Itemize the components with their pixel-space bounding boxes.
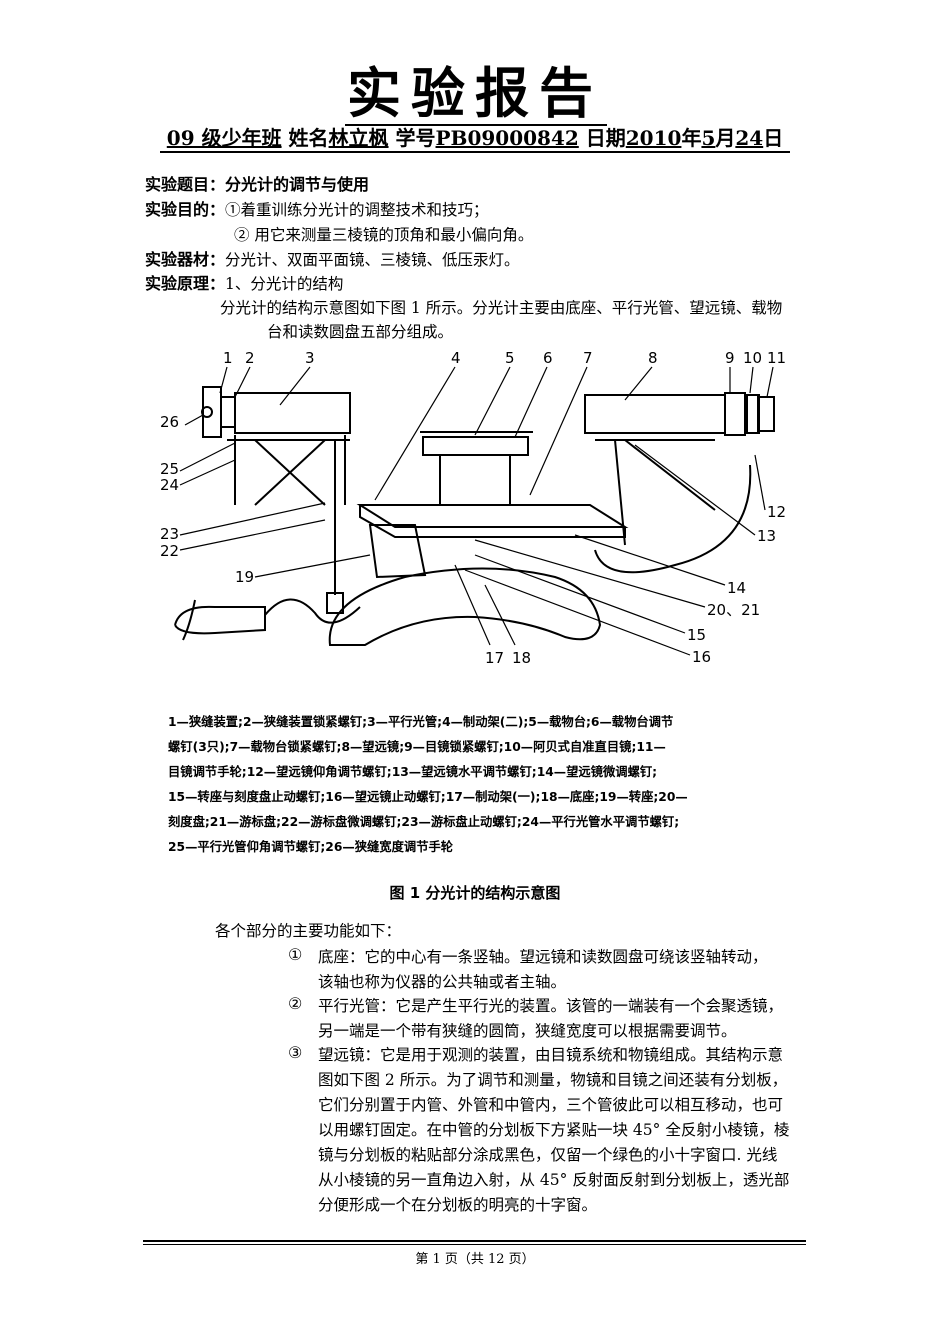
fig-label-10: 10	[743, 349, 762, 367]
date-month: 5	[701, 126, 716, 150]
footer-rule	[143, 1240, 806, 1242]
fig-label-24: 24	[160, 476, 179, 494]
item-line: 它们分别置于内管、外管和中管内，三个管彼此可以相互移动，也可	[318, 1096, 784, 1114]
fig-label-8: 8	[648, 349, 658, 367]
principle-line: 实验原理：1、分光计的结构	[145, 273, 343, 295]
date-day: 24	[735, 126, 764, 150]
legend-line: 目镜调节手轮;12—望远镜仰角调节螺钉;13—望远镜水平调节螺钉;14—望远镜微…	[168, 765, 658, 779]
principle-paragraph-line-2: 台和读数圆盘五部分组成。	[267, 323, 454, 341]
function-item-telescope: ③ 望远镜：它是用于观测的装置，由目镜系统和物镜组成。其结构示意 图如下图 2 …	[288, 1043, 808, 1223]
spectrometer-diagram: 1 2 3 4 5 6 7 8 9 10 11 12 13 14 20、21 1…	[160, 349, 786, 667]
item-number: ③	[288, 1043, 303, 1062]
item-number: ②	[288, 994, 303, 1013]
legend-line: 1—狭缝装置;2—狭缝装置锁紧螺钉;3—平行光管;4—制动架(二);5—载物台;…	[168, 715, 674, 729]
legend-line: 25—平行光管仰角调节螺钉;26—狭缝宽度调节手轮	[168, 840, 454, 854]
figure-legend: 1—狭缝装置;2—狭缝装置锁紧螺钉;3—平行光管;4—制动架(二);5—载物台;…	[168, 710, 788, 860]
legend-line: 螺钉(3只);7—载物台锁紧螺钉;8—望远镜;9—目镜锁紧螺钉;10—阿贝式自准…	[168, 740, 666, 754]
fig-label-18: 18	[512, 649, 531, 667]
principle-label: 实验原理：	[145, 274, 226, 293]
function-item-base: ① 底座：它的中心有一条竖轴。望远镜和读数圆盘可绕该竖轴转动， 该轴也称为仪器的…	[288, 945, 808, 995]
fig-label-6: 6	[543, 349, 553, 367]
telescope-cable	[594, 464, 752, 574]
fig-label-11: 11	[767, 349, 786, 367]
date-label: 日期	[585, 126, 626, 150]
month-label: 月	[715, 126, 736, 150]
functions-intro: 各个部分的主要功能如下：	[215, 922, 402, 940]
item-line: 望远镜：它是用于观测的装置，由目镜系统和物镜组成。其结构示意	[318, 1046, 784, 1064]
fig-label-13: 13	[757, 527, 776, 545]
day-label: 日	[763, 126, 784, 150]
grade-class: 09 级少年班	[166, 126, 282, 150]
fig-label-14: 14	[727, 579, 746, 597]
year-label: 年	[681, 126, 702, 150]
fig-label-20-21: 20、21	[707, 601, 760, 619]
legend-line: 刻度盘;21—游标盘;22—游标盘微调螺钉;23—游标盘止动螺钉;24—平行光管…	[168, 815, 680, 829]
item-line: 从小棱镜的另一直角边入射，从 45° 反射面反射到分划板上，透光部	[318, 1171, 790, 1189]
purpose-item-2: ② 用它来测量三棱镜的顶角和最小偏向角。	[234, 226, 534, 244]
item-line: 以用螺钉固定。在中管的分划板下方紧贴一块 45° 全反射小棱镜，棱	[318, 1121, 790, 1139]
fig-label-26: 26	[160, 413, 179, 431]
fig-label-3: 3	[305, 349, 315, 367]
meta-underline	[160, 151, 790, 153]
fig-label-25: 25	[160, 460, 179, 478]
student-name: 林立枫	[328, 126, 389, 150]
fig-label-12: 12	[767, 503, 786, 521]
base-shape	[328, 567, 602, 646]
item-number: ①	[288, 945, 303, 964]
item-line: 图如下图 2 所示。为了调节和测量，物镜和目镜之间还装有分划板，	[318, 1071, 788, 1089]
function-item-collimator: ② 平行光管：它是产生平行光的装置。该管的一端装有一个会聚透镜， 另一端是一个带…	[288, 994, 808, 1044]
topic-label: 实验题目：	[145, 175, 226, 194]
fig-label-4: 4	[451, 349, 461, 367]
topic-line: 实验题目：分光计的调节与使用	[145, 174, 369, 196]
principle-heading: 1、分光计的结构	[225, 275, 344, 293]
item-line: 平行光管：它是产生平行光的装置。该管的一端装有一个会聚透镜，	[318, 997, 784, 1015]
principle-paragraph-line-1: 分光计的结构示意图如下图 1 所示。分光计主要由底座、平行光管、望远镜、载物	[220, 299, 783, 317]
fig-label-5: 5	[505, 349, 515, 367]
item-line: 底座：它的中心有一条竖轴。望远镜和读数圆盘可绕该竖轴转动，	[318, 948, 768, 966]
report-meta: 09 级少年班 姓名林立枫 学号PB09000842 日期2010年5月24日	[0, 125, 950, 151]
mercury-lamp	[174, 605, 266, 635]
footer-rule-thin	[143, 1244, 806, 1245]
rotating-seat	[368, 524, 427, 579]
purpose-line: 实验目的：①着重训练分光计的调整技术和技巧；	[145, 199, 489, 221]
fig-label-15: 15	[687, 626, 706, 644]
item-line: 该轴也称为仪器的公共轴或者主轴。	[318, 973, 567, 991]
graduated-disc	[356, 504, 629, 528]
loading-stage	[422, 436, 529, 456]
eyepiece-handwheel	[757, 396, 775, 432]
fig-label-1: 1	[223, 349, 233, 367]
equipment-value: 分光计、双面平面镜、三棱镜、低压汞灯。	[225, 251, 520, 269]
name-label: 姓名	[288, 126, 329, 150]
collimator-tube	[234, 392, 351, 434]
fig-label-9: 9	[725, 349, 735, 367]
fig-label-2: 2	[245, 349, 255, 367]
item-line: 另一端是一个带有狭缝的圆筒，狭缝宽度可以根据需要调节。	[318, 1022, 737, 1040]
date-year: 2010	[625, 126, 682, 150]
fig-label-17: 17	[485, 649, 504, 667]
item-line: 镜与分划板的粘贴部分涂成黑色，仅留一个绿色的小十字窗口. 光线	[318, 1146, 778, 1164]
fig-label-22: 22	[160, 542, 179, 560]
topic-value: 分光计的调节与使用	[225, 175, 370, 194]
report-title: 实验报告	[347, 62, 603, 125]
purpose-item-1: ①着重训练分光计的调整技术和技巧；	[225, 201, 489, 219]
item-line: 分便形成一个在分划板的明亮的十字窗。	[318, 1196, 598, 1214]
id-label: 学号	[395, 126, 436, 150]
equipment-line: 实验器材：分光计、双面平面镜、三棱镜、低压汞灯。	[145, 249, 520, 271]
fig-label-23: 23	[160, 525, 179, 543]
purpose-label: 实验目的：	[145, 200, 226, 219]
page-number: 第 1 页（共 12 页）	[415, 1252, 535, 1267]
stage-column	[439, 454, 511, 506]
figure-caption: 图 1 分光计的结构示意图	[389, 884, 561, 902]
telescope-tube	[584, 394, 726, 434]
fig-label-19: 19	[235, 568, 254, 586]
legend-line: 15—转座与刻度盘止动螺钉;16—望远镜止动螺钉;17—制动架(一);18—底座…	[168, 790, 688, 804]
title-underline	[345, 124, 607, 126]
student-id: PB09000842	[435, 126, 579, 150]
equipment-label: 实验器材：	[145, 250, 226, 269]
fig-label-7: 7	[583, 349, 593, 367]
fig-label-16: 16	[692, 648, 711, 666]
